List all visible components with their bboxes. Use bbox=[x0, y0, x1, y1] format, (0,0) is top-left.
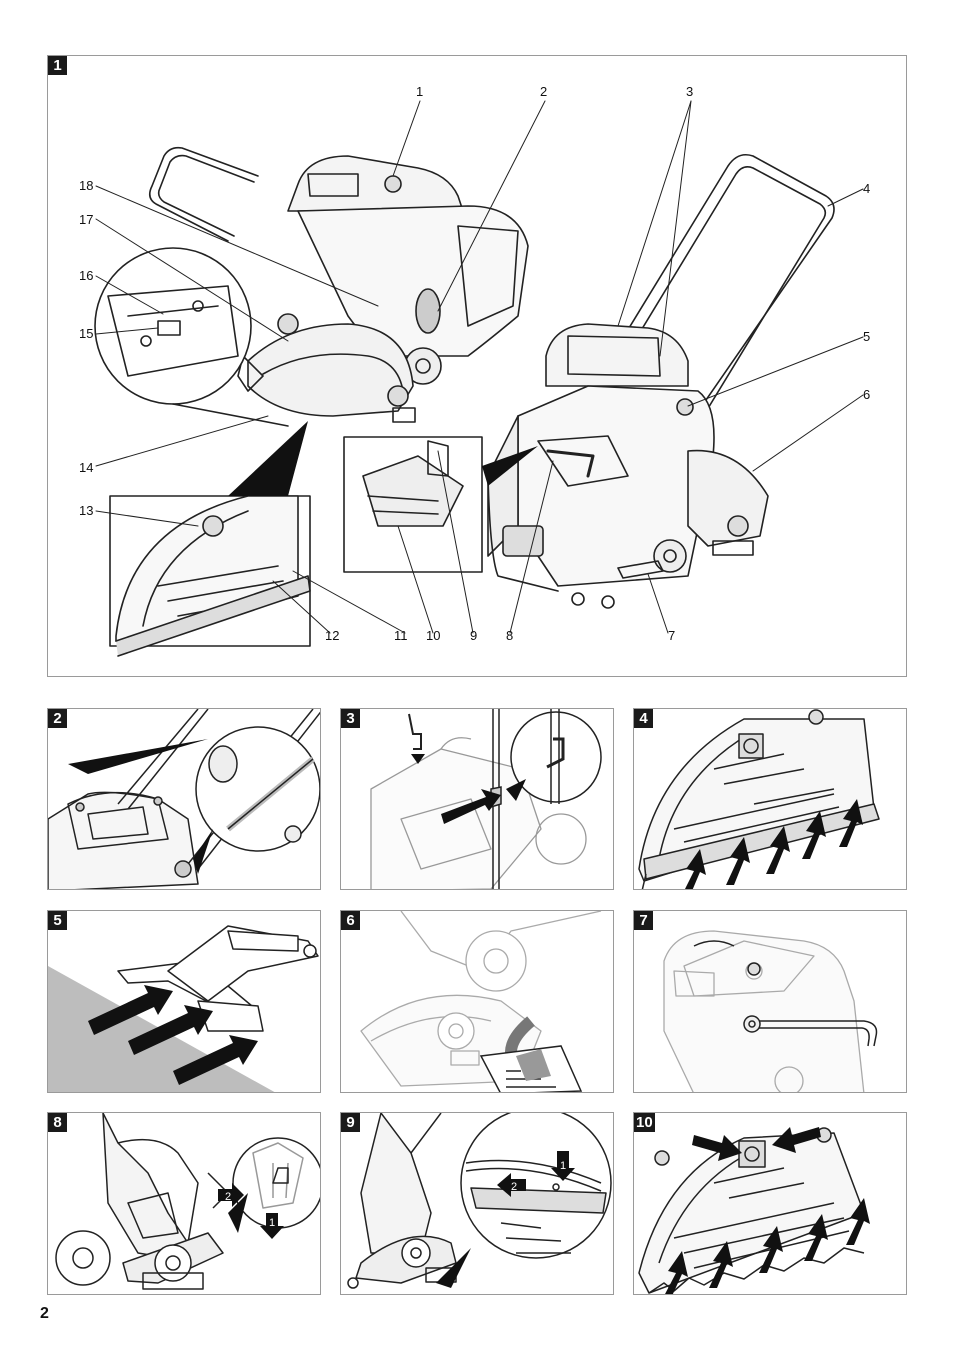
callout-8: 8 bbox=[506, 628, 514, 643]
panel-2-illustration bbox=[48, 709, 320, 889]
callout-11: 11 bbox=[394, 628, 408, 643]
figure-badge: 6 bbox=[341, 911, 360, 930]
callout-12: 12 bbox=[325, 628, 340, 643]
panel-6-illustration bbox=[360, 911, 602, 1092]
callout-14: 14 bbox=[79, 460, 94, 475]
callout-4: 4 bbox=[863, 181, 871, 196]
panel-3-illustration bbox=[370, 709, 602, 889]
callout-5: 5 bbox=[863, 329, 871, 344]
callout-18: 18 bbox=[79, 178, 94, 193]
callout-7: 7 bbox=[668, 628, 676, 643]
panel-5-illustration bbox=[48, 925, 319, 1092]
callout-2: 2 bbox=[540, 84, 548, 99]
panel-8-step-b: 1 bbox=[269, 1217, 275, 1229]
callout-17: 17 bbox=[79, 212, 94, 227]
callout-3: 3 bbox=[686, 84, 694, 99]
figure-1-overview: 1 bbox=[47, 55, 907, 677]
panel-9-step-b: 2 bbox=[511, 1181, 517, 1193]
panel-7-illustration bbox=[663, 930, 878, 1092]
figure-2-handle-mounting: 2 bbox=[47, 708, 321, 890]
panel-8-illustration: 2 1 bbox=[55, 1113, 320, 1290]
callout-6: 6 bbox=[863, 387, 871, 402]
figure-badge: 9 bbox=[341, 1113, 360, 1132]
panel-8-step-a: 2 bbox=[225, 1191, 231, 1203]
figure-badge: 10 bbox=[634, 1113, 655, 1132]
callout-9: 9 bbox=[470, 628, 478, 643]
page-number: 2 bbox=[40, 1305, 49, 1322]
figure-4-squeegee-insertion: 4 bbox=[633, 708, 907, 890]
figure-badge: 2 bbox=[48, 709, 67, 728]
figure-9-squeegee-release: 9 1 2 bbox=[340, 1112, 614, 1295]
figure-badge: 3 bbox=[341, 709, 360, 728]
callout-13: 13 bbox=[79, 503, 94, 518]
figure-6-drain-hose: 6 bbox=[340, 910, 614, 1093]
panel-4-illustration bbox=[638, 709, 880, 889]
machine-overview-illustration bbox=[94, 100, 864, 657]
panel-9-illustration: 1 2 bbox=[347, 1113, 612, 1289]
figure-10-squeegee-removal: 10 bbox=[633, 1112, 907, 1295]
panel-10-illustration bbox=[638, 1127, 870, 1294]
figure-8-brush-head-release: 8 2 1 bbox=[47, 1112, 321, 1295]
figure-badge: 7 bbox=[634, 911, 653, 930]
figure-3-hook-mounting: 3 bbox=[340, 708, 614, 890]
callout-10: 10 bbox=[426, 628, 441, 643]
figure-5-squeegee-holder: 5 bbox=[47, 910, 321, 1093]
figure-badge: 4 bbox=[634, 709, 653, 728]
callout-15: 15 bbox=[79, 326, 94, 341]
callout-16: 16 bbox=[79, 268, 94, 283]
figure-badge: 8 bbox=[48, 1113, 67, 1132]
figure-7-handle-fold: 7 bbox=[633, 910, 907, 1093]
figure-badge: 1 bbox=[48, 56, 67, 75]
callout-1: 1 bbox=[416, 84, 424, 99]
figure-badge: 5 bbox=[48, 911, 67, 930]
panel-9-step-a: 1 bbox=[560, 1160, 566, 1172]
